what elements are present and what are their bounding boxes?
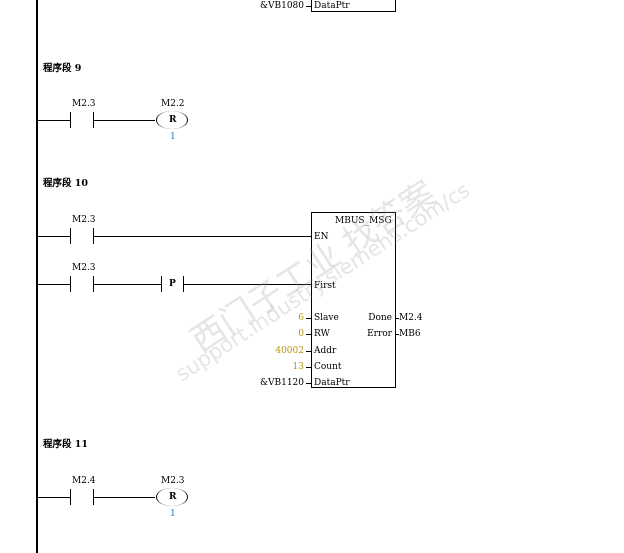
contact-no[interactable] xyxy=(70,228,71,244)
dataptr-value: &VB1080 xyxy=(259,1,304,11)
pin-dataptr: DataPtr xyxy=(314,378,350,388)
addr-value: 40002 xyxy=(275,346,304,356)
error-value: MB6 xyxy=(399,329,421,339)
dataptr-value: &VB1120 xyxy=(259,378,304,388)
rung-wire xyxy=(93,497,155,498)
network-10-label: 程序段 10 xyxy=(43,178,89,189)
rung-wire xyxy=(93,236,311,237)
contact-no[interactable] xyxy=(70,489,71,505)
pin-wire xyxy=(395,334,399,335)
pin-count: Count xyxy=(314,362,342,372)
rung-wire xyxy=(38,284,70,285)
rung-wire xyxy=(38,497,70,498)
pin-wire xyxy=(306,318,311,319)
coil-label: M2.2 xyxy=(161,99,185,109)
pin-done: Done xyxy=(368,313,392,323)
coil-type: R xyxy=(169,115,177,125)
done-value: M2.4 xyxy=(399,313,423,323)
power-rail xyxy=(36,0,38,553)
pin-wire xyxy=(306,367,311,368)
rung-wire xyxy=(38,236,70,237)
pin-error: Error xyxy=(367,329,392,339)
rung-wire xyxy=(93,284,161,285)
pin-wire xyxy=(306,334,311,335)
coil-type: R xyxy=(169,492,177,502)
pin-wire xyxy=(306,351,311,352)
slave-value: 6 xyxy=(298,313,304,323)
rung-wire xyxy=(93,120,155,121)
mbus-msg-block[interactable] xyxy=(311,212,396,388)
coil-label: M2.3 xyxy=(161,476,185,486)
reset-coil[interactable] xyxy=(156,488,188,506)
count-value: 13 xyxy=(292,362,304,372)
pin-wire xyxy=(395,318,399,319)
edge-label: P xyxy=(169,279,176,289)
contact-label: M2.4 xyxy=(72,476,96,486)
pin-slave: Slave xyxy=(314,313,339,323)
edge-contact[interactable] xyxy=(161,276,162,292)
pin-en: EN xyxy=(314,232,329,242)
pin-wire xyxy=(306,6,311,7)
rw-value: 0 xyxy=(298,329,304,339)
rung-wire xyxy=(38,120,70,121)
contact-no[interactable] xyxy=(70,112,71,128)
coil-count: 1 xyxy=(170,132,176,142)
pin-dataptr: DataPtr xyxy=(314,1,350,11)
contact-no[interactable] xyxy=(70,276,71,292)
network-9-label: 程序段 9 xyxy=(43,63,82,74)
network-11-label: 程序段 11 xyxy=(43,439,89,450)
pin-wire xyxy=(306,383,311,384)
pin-rw: RW xyxy=(314,329,330,339)
reset-coil[interactable] xyxy=(156,111,188,129)
block-title: MBUS_MSG xyxy=(335,216,392,226)
pin-addr: Addr xyxy=(314,346,337,356)
contact-label: M2.3 xyxy=(72,263,96,273)
previous-block xyxy=(311,0,396,12)
rung-wire xyxy=(183,284,311,285)
pin-first: First xyxy=(314,281,336,291)
contact-label: M2.3 xyxy=(72,215,96,225)
coil-count: 1 xyxy=(170,509,176,519)
contact-label: M2.3 xyxy=(72,99,96,109)
